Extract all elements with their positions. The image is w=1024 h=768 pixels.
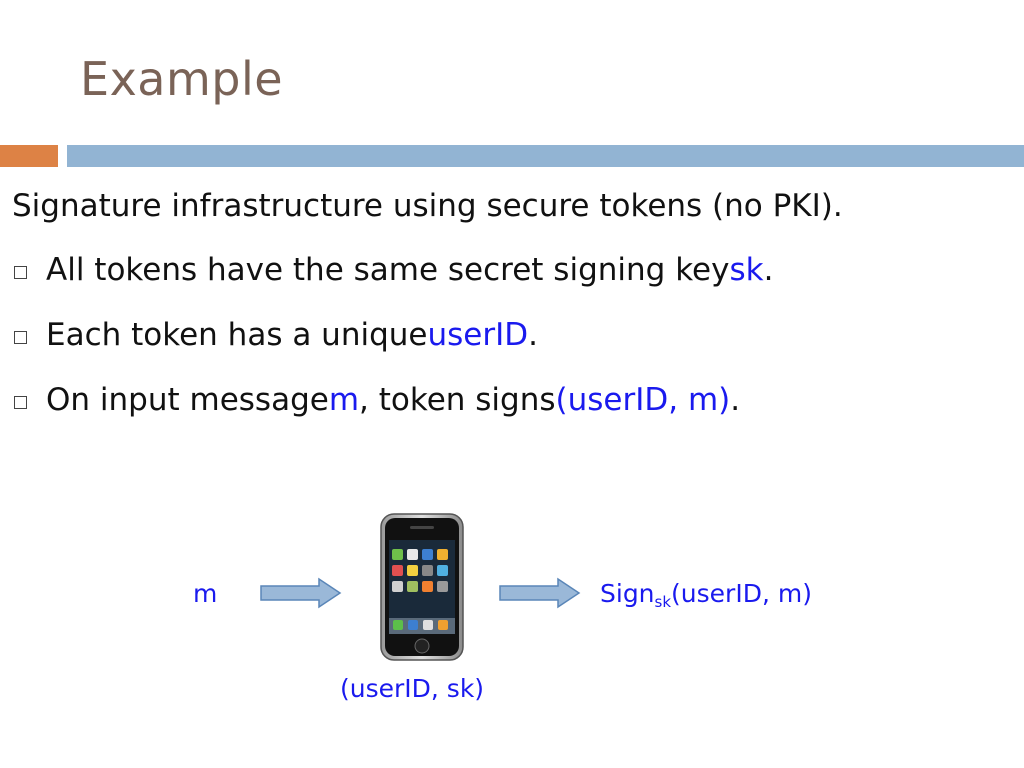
title-accent-bar-blue xyxy=(67,145,1024,167)
bullet-text-end: . xyxy=(730,382,741,418)
right-arrow-icon xyxy=(499,577,581,609)
bullet-highlight: m xyxy=(328,382,360,418)
token-contents-label: (userID, sk) xyxy=(340,674,485,703)
signature-output-label: Signsk(userID, m) xyxy=(600,579,812,611)
bullet-item: Each token has a unique userID. xyxy=(14,317,538,353)
checkbox-bullet-icon xyxy=(14,265,27,279)
checkbox-bullet-icon xyxy=(14,395,27,409)
bullet-text: Each token has a unique xyxy=(46,317,428,353)
bullet-highlight: sk xyxy=(729,252,764,288)
bullet-text-end: . xyxy=(763,252,774,288)
right-arrow-icon xyxy=(260,577,342,609)
bullet-item: All tokens have the same secret signing … xyxy=(14,252,773,288)
sign-args: (userID, m) xyxy=(671,579,812,608)
bullet-item: On input message m, token signs (userID,… xyxy=(14,382,740,418)
lead-text: Signature infrastructure using secure to… xyxy=(12,188,843,224)
bullet-text-end: . xyxy=(528,317,538,353)
slide-title: Example xyxy=(80,52,284,106)
bullet-text: On input message xyxy=(46,382,329,418)
title-accent-bar-orange xyxy=(0,145,58,167)
bullet-highlight: userID xyxy=(427,317,529,353)
bullet-text: All tokens have the same secret signing … xyxy=(46,252,730,288)
sign-subscript: sk xyxy=(654,593,672,611)
bullet-text-mid: , token signs xyxy=(359,382,556,418)
checkbox-bullet-icon xyxy=(14,330,27,344)
bullet-highlight: (userID, m) xyxy=(555,382,731,418)
input-message-label: m xyxy=(193,579,218,608)
sign-text: Sign xyxy=(600,579,655,608)
phone-token-icon xyxy=(380,513,464,661)
